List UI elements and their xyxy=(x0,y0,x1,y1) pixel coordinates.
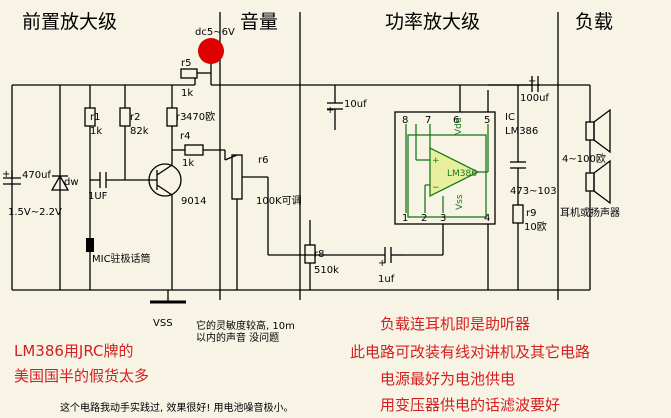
svg-text:+: + xyxy=(528,76,536,87)
supply-terminal xyxy=(198,38,224,64)
mic-element xyxy=(86,238,94,252)
speaker-2 xyxy=(585,172,595,192)
zener-range: 1.5V~2.2V xyxy=(8,207,62,218)
pin-5: 5 xyxy=(484,115,490,126)
zener-diode xyxy=(50,174,70,191)
svg-text:+: + xyxy=(326,105,334,116)
power-note-1: 电源最好为电池供电 xyxy=(380,370,515,388)
svg-text:−: − xyxy=(432,183,440,193)
supply-label: dc5~6V xyxy=(195,27,235,38)
transistor-label: 9014 xyxy=(181,196,206,207)
footer-note: 这个电路我动手实践过, 效果很好! 用电池噪音极小。 xyxy=(60,401,294,414)
cap-10uf-value: 10uf xyxy=(344,99,367,110)
r3-value: 470欧 xyxy=(186,111,215,123)
zobel-cap-value: 473~103 xyxy=(510,186,557,197)
r3-label: r3 xyxy=(176,112,186,123)
ic-chip-label: LM386 xyxy=(447,169,477,179)
r1-value: 1k xyxy=(90,126,102,137)
resistor-r9 xyxy=(512,204,524,224)
sensitivity-note-1: 它的灵敏度较高, 10m xyxy=(196,319,295,332)
resistor-r5 xyxy=(180,68,198,79)
r1-label: r1 xyxy=(90,112,100,123)
r8-value: 510k xyxy=(314,265,339,276)
output-cap-value: 100uf xyxy=(520,93,549,104)
pin-7: 7 xyxy=(425,115,431,126)
pin-8: 8 xyxy=(402,115,408,126)
pin-2: 2 xyxy=(421,213,427,224)
r9-label: r9 xyxy=(526,208,536,219)
mic-label: MIC驻极话筒 xyxy=(92,252,151,265)
ic-lm386-body xyxy=(394,111,496,225)
vss-pin-label: Vss xyxy=(455,194,465,210)
r9-value: 10欧 xyxy=(524,221,547,233)
lm386-note-2: 美国国半的假货太多 xyxy=(14,367,149,385)
r4-value: 1k xyxy=(182,158,194,169)
input-cap-value: 1UF xyxy=(88,191,108,202)
lm386-note-1: LM386用JRC牌的 xyxy=(14,342,134,360)
ic-label: IC xyxy=(505,112,515,123)
speaker-label: 耳机或扬声器 xyxy=(560,206,620,219)
r5-label: r5 xyxy=(181,58,191,69)
speaker-range: 4~100欧 xyxy=(562,153,606,165)
r2-label: r2 xyxy=(130,112,140,123)
resistor-r2 xyxy=(119,107,131,127)
cap-1uf-value: 1uf xyxy=(378,274,395,285)
vdd-pin-label: Vdd xyxy=(454,117,464,135)
heading-preamp: 前置放大级 xyxy=(22,11,117,33)
potentiometer-r6 xyxy=(231,154,243,200)
heading-volume: 音量 xyxy=(240,11,278,33)
svg-text:+: + xyxy=(378,258,386,269)
speaker-1 xyxy=(585,121,595,141)
svg-text:+: + xyxy=(2,169,10,180)
svg-text:+: + xyxy=(432,156,440,166)
op-amp-symbol xyxy=(429,146,480,198)
pin-4: 4 xyxy=(484,213,490,224)
power-note-2: 用变压器供电的话滤波要好 xyxy=(380,396,560,414)
pin-1: 1 xyxy=(402,213,408,224)
r6-label: r6 xyxy=(258,155,268,166)
c1-value: 470uf xyxy=(22,170,51,181)
resistor-r4 xyxy=(184,144,204,156)
pin-3: 3 xyxy=(440,213,446,224)
modification-note: 此电路可改装有线对讲机及其它电路 xyxy=(350,343,590,361)
heading-load: 负载 xyxy=(575,11,613,33)
ic-inner-frame xyxy=(407,134,487,218)
zener-label: dw xyxy=(64,177,79,188)
heading-power-amp: 功率放大级 xyxy=(385,11,480,33)
r8-label: r8 xyxy=(314,249,324,260)
r6-value: 100K可调 xyxy=(256,195,302,207)
load-note: 负载连耳机即是助听器 xyxy=(380,315,530,333)
sensitivity-note-2: 以内的声音 没问题 xyxy=(196,331,279,344)
r2-value: 82k xyxy=(130,126,149,137)
vss-label: VSS xyxy=(153,318,173,329)
r5-value: 1k xyxy=(181,88,193,99)
pin-6: 6 xyxy=(453,115,459,126)
ic-name: LM386 xyxy=(505,126,538,137)
r4-label: r4 xyxy=(180,131,190,142)
